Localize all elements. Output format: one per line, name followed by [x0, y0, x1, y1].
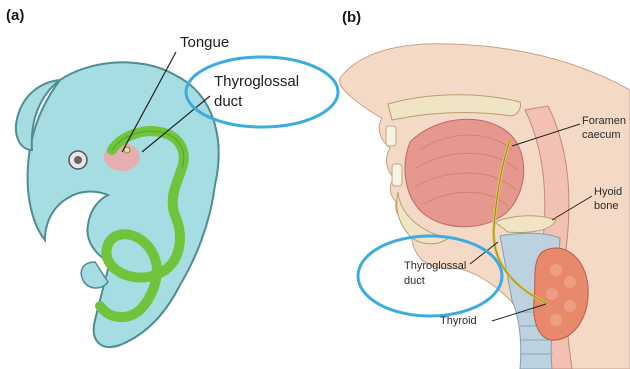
duct-highlight-ellipse-a	[186, 57, 338, 127]
foramen-label-line2: caecum	[582, 129, 621, 141]
duct-label-b-line2: duct	[404, 275, 425, 287]
lower-incisor	[392, 164, 402, 186]
thyroid-label: Thyroid	[440, 315, 477, 327]
embryo-pupil	[74, 156, 82, 164]
duct-origin-dot	[124, 147, 130, 153]
hyoid-label-line2: bone	[594, 200, 618, 212]
duct-label-b-line1: Thyroglossal	[404, 260, 466, 272]
panel-a-tag: (a)	[6, 7, 24, 24]
panel-b: (b)	[340, 9, 630, 369]
panel-b-tag: (b)	[342, 9, 361, 26]
duct-label-a-line2: duct	[214, 93, 243, 110]
panel-a: (a) Tongue Thyroglossal duct	[6, 7, 338, 347]
hyoid-label-line1: Hyoid	[594, 186, 622, 198]
embryo-limb-bud	[81, 262, 108, 288]
upper-incisor	[386, 126, 396, 146]
tongue-label: Tongue	[180, 34, 229, 51]
foramen-label-line1: Foramen	[582, 115, 626, 127]
duct-label-a-line1: Thyroglossal	[214, 73, 299, 90]
